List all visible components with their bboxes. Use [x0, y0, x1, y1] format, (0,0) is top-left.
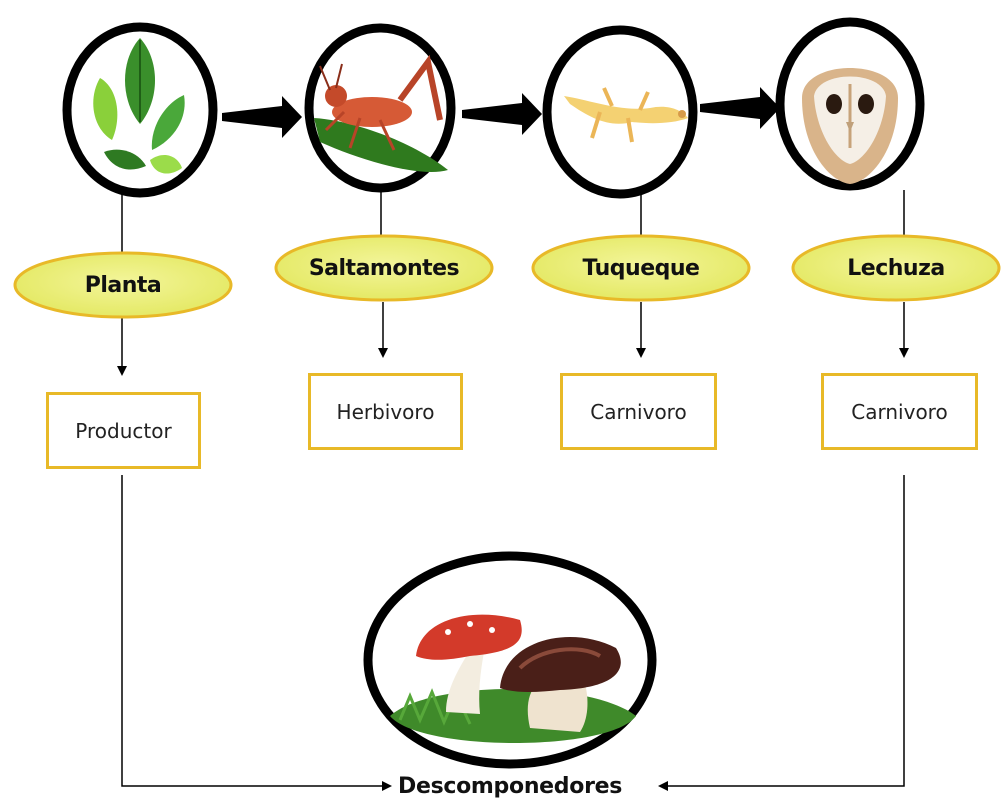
arrow-saltamontes-tuqueque — [462, 93, 542, 135]
arrow-tuqueque-lechuza — [700, 87, 780, 129]
organism-name-tuqueque: Tuqueque — [533, 236, 749, 300]
organism-image-lechuza — [780, 22, 920, 186]
arrow-planta-saltamontes — [222, 96, 302, 138]
organism-name-saltamontes: Saltamontes — [276, 236, 492, 300]
organism-name-lechuza: Lechuza — [793, 236, 999, 300]
organism-name-planta: Planta — [15, 253, 231, 317]
organism-image-tuqueque — [547, 30, 693, 194]
role-box-planta: Productor — [46, 392, 201, 469]
role-box-lechuza: Carnivoro — [821, 373, 978, 450]
role-box-saltamontes: Herbivoro — [308, 373, 463, 450]
organism-image-saltamontes — [309, 28, 451, 188]
organism-image-planta — [67, 27, 213, 193]
decomposers-image — [368, 556, 652, 764]
role-box-tuqueque: Carnivoro — [560, 373, 717, 450]
decomposers-label: Descomponedores — [398, 774, 622, 799]
